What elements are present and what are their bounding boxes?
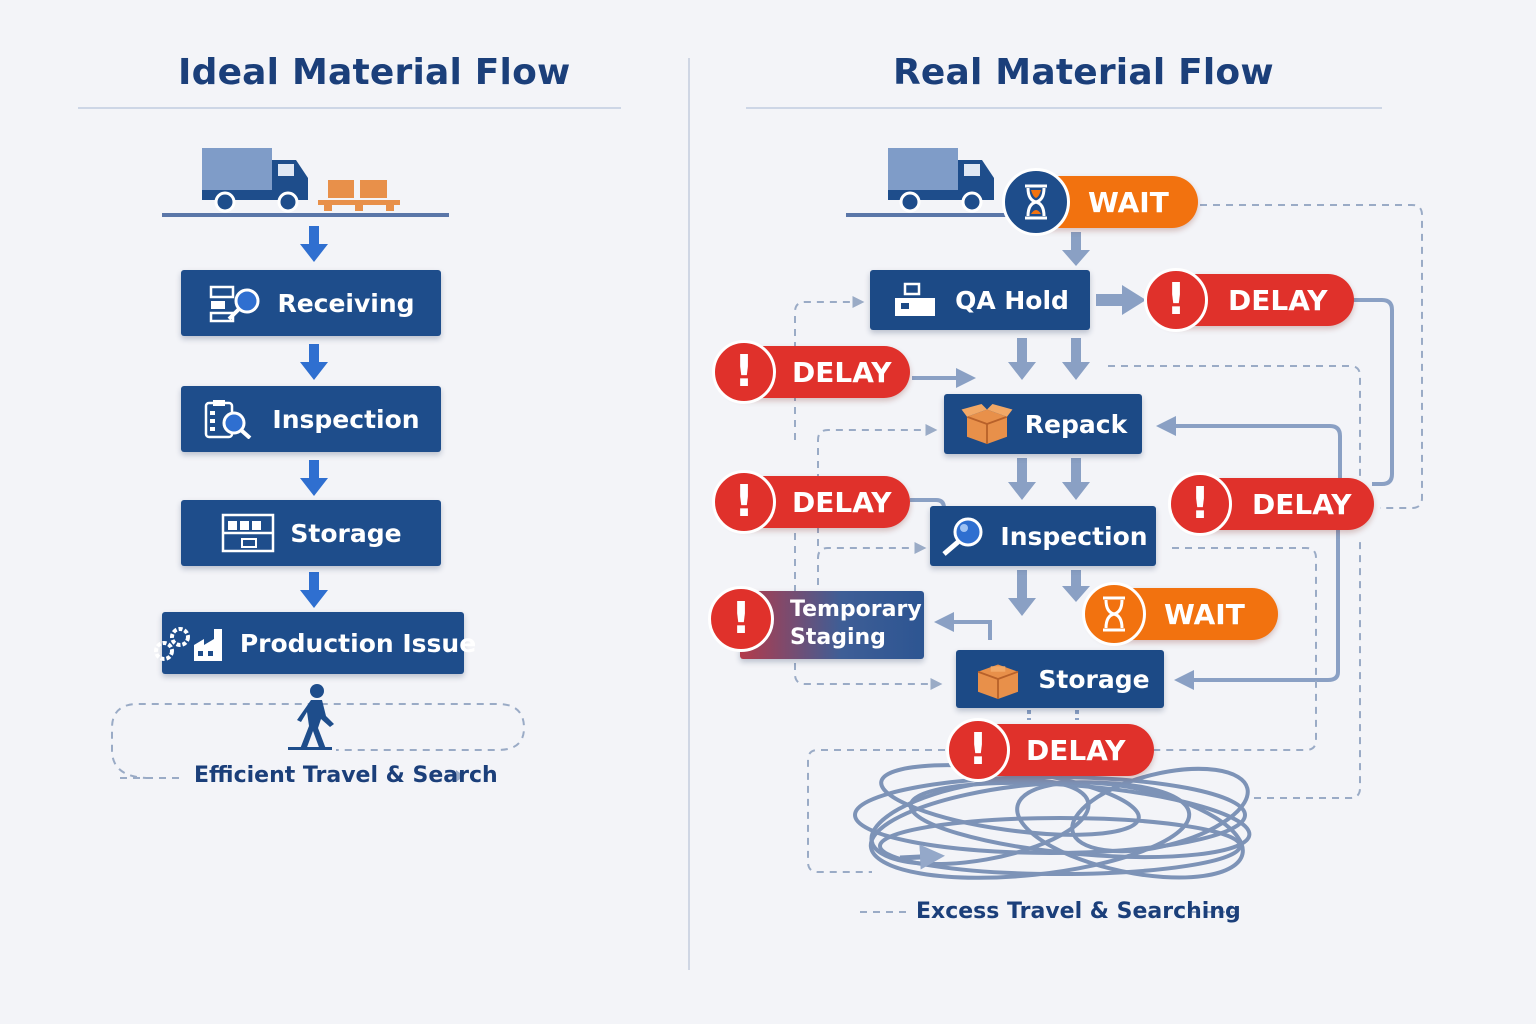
rework-dashed-loops (794, 204, 1423, 913)
repack-node: Repack (944, 394, 1142, 454)
ideal-flow-arrows (300, 226, 328, 608)
efficient-travel-loop (111, 703, 526, 779)
delay-badge-qa: ! DELAY (1144, 268, 1354, 332)
cardboard-box-icon (961, 404, 1013, 444)
excess-travel-label: Excess Travel & Searching (916, 899, 1241, 924)
receiving-label: Receiving (277, 288, 415, 318)
real-storage-node: Storage (956, 650, 1164, 708)
ideal-truck-icon (162, 148, 449, 217)
repack-label: Repack (1024, 409, 1128, 439)
alert-icon: ! (1168, 472, 1232, 536)
delay-badge-left-1: ! DELAY (712, 340, 910, 404)
alert-icon: ! (1144, 268, 1208, 332)
magnifier-icon (942, 517, 983, 556)
delay-badge-right: ! DELAY (1168, 472, 1374, 536)
real-storage-label: Storage (1038, 664, 1150, 694)
real-flow-arrows (1008, 232, 1146, 616)
storage-step: Storage (181, 500, 441, 566)
qa-hold-node: QA Hold (870, 270, 1090, 330)
walking-person-icon (288, 684, 334, 750)
receiving-scan-icon (210, 285, 260, 323)
real-title-underline (746, 107, 1382, 109)
delay-qa-text: DELAY (1228, 283, 1328, 317)
storage-label: Storage (290, 518, 402, 548)
efficient-travel-label: Efficient Travel & Search (194, 763, 498, 788)
real-inspection-node: Inspection (930, 506, 1156, 566)
delay-left-2-text: DELAY (792, 485, 892, 519)
ideal-title-underline (78, 107, 621, 109)
production-issue-step: Production Issue (153, 612, 476, 674)
alert-icon: ! (712, 340, 776, 404)
delay-badge-left-2: ! DELAY (712, 470, 910, 534)
wait-badge-top: WAIT (1002, 168, 1198, 236)
receiving-step: Receiving (181, 270, 441, 336)
production-issue-label: Production Issue (239, 628, 477, 658)
temporary-staging-line1: Temporary (790, 597, 922, 622)
alert-icon: ! (712, 470, 776, 534)
gears-factory-icon (153, 627, 222, 661)
ideal-pallet-icon (318, 180, 400, 211)
shelving-rack-icon (222, 513, 275, 553)
qa-hold-label: QA Hold (955, 285, 1069, 315)
hourglass-icon (1082, 582, 1146, 646)
real-inspection-label: Inspection (1000, 521, 1148, 551)
pallet-boxes-icon (895, 282, 936, 316)
inspection-step: Inspection (181, 386, 441, 452)
delay-right-text: DELAY (1252, 487, 1352, 521)
hourglass-icon (1002, 168, 1070, 236)
delay-left-1-text: DELAY (792, 355, 892, 389)
ideal-flow-title: Ideal Material Flow (178, 52, 571, 93)
wait-top-text: WAIT (1088, 185, 1169, 219)
delay-badge-bottom: ! DELAY (946, 718, 1154, 782)
temporary-staging-line2: Staging (790, 625, 886, 650)
inspection-label: Inspection (272, 404, 420, 434)
real-connectors (910, 298, 1394, 720)
cardboard-box-icon (978, 664, 1019, 699)
alert-icon: ! (946, 718, 1010, 782)
panel-divider (688, 58, 690, 970)
wait-badge-mid: WAIT (1082, 582, 1278, 646)
real-truck-icon (846, 148, 1006, 217)
real-flow-title: Real Material Flow (893, 52, 1274, 93)
alert-icon: ! (708, 586, 774, 652)
wait-mid-text: WAIT (1164, 597, 1245, 631)
delay-bottom-text: DELAY (1026, 733, 1126, 767)
clipboard-magnifier-icon (205, 400, 252, 439)
